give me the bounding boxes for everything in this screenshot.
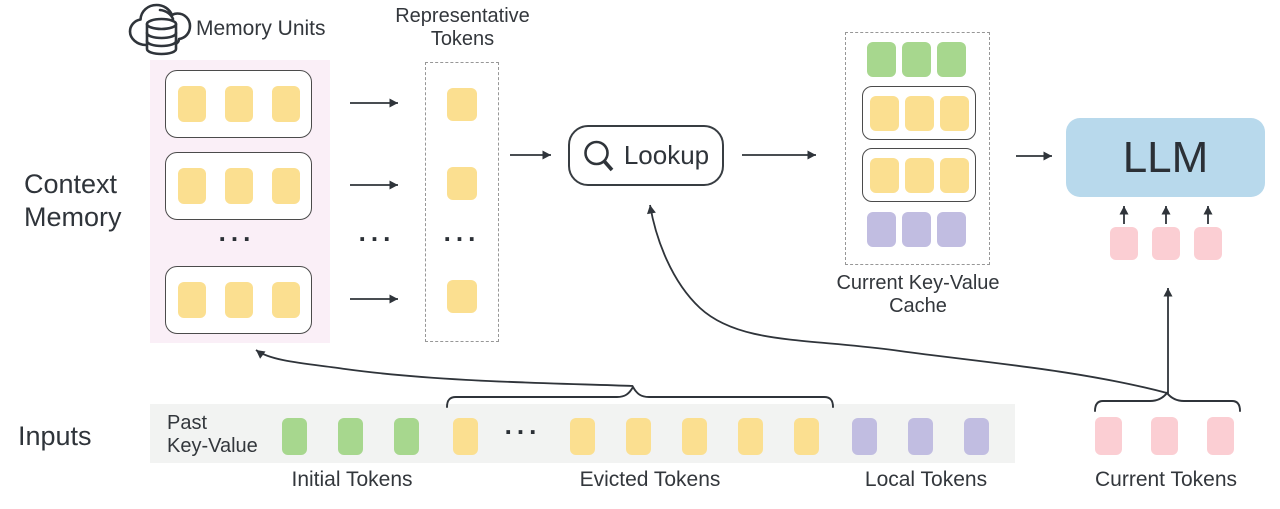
current-tokens-group-token xyxy=(1207,417,1234,455)
evicted-tokens-group-token xyxy=(626,418,651,455)
cache-local-row-token xyxy=(867,212,896,247)
cache-memory-unit-1-token xyxy=(939,95,969,131)
lookup-label: Lookup xyxy=(623,140,710,170)
llm-input-tokens xyxy=(1110,227,1222,260)
cache-memory-unit-1-token xyxy=(869,95,899,131)
memory-unit-2 xyxy=(165,152,312,220)
llm-input-tokens-token xyxy=(1194,227,1222,260)
lookup-button: Lookup xyxy=(568,125,724,186)
memory-units-label: Memory Units xyxy=(196,17,326,40)
memory-unit-2-token xyxy=(177,168,206,204)
representative-tokens-label-line2: Tokens xyxy=(430,28,495,50)
memory-unit-3-token xyxy=(224,282,253,318)
memory-unit-1 xyxy=(165,70,312,138)
local-tokens-group xyxy=(852,418,989,455)
memory-unit-2-token xyxy=(224,168,253,204)
initial-tokens-group-token xyxy=(282,418,307,455)
initial-tokens-label: Initial Tokens xyxy=(291,468,413,491)
past-key-value-label-line1: Past xyxy=(167,412,208,434)
initial-tokens-group xyxy=(282,418,419,455)
representative-token-1-token xyxy=(447,88,477,121)
evicted-tokens-label: Evicted Tokens xyxy=(579,468,721,491)
evicted-tokens-group xyxy=(570,418,819,455)
local-tokens-group-token xyxy=(908,418,933,455)
current-kv-cache-label-line1: Current Key-Value xyxy=(836,272,1000,294)
current-tokens-brace xyxy=(1094,391,1241,412)
representative-token-2-token xyxy=(447,167,477,200)
representative-ellipsis: ... xyxy=(443,217,481,247)
initial-tokens-group-token xyxy=(394,418,419,455)
local-tokens-label: Local Tokens xyxy=(864,468,988,491)
cache-initial-row-token xyxy=(902,42,931,77)
cache-memory-unit-1 xyxy=(862,86,976,140)
cache-memory-unit-2-token xyxy=(869,157,899,193)
past-key-value-label-line2: Key-Value xyxy=(167,435,258,457)
cache-memory-unit-2-token xyxy=(904,157,934,193)
current-tokens-group xyxy=(1095,417,1234,455)
representative-token-2 xyxy=(447,167,477,200)
evicted-tokens-group-token xyxy=(570,418,595,455)
cache-memory-unit-2 xyxy=(862,148,976,202)
evicted-token-left-token xyxy=(453,418,478,455)
cache-local-row-token xyxy=(902,212,931,247)
memory-unit-1-token xyxy=(177,86,206,122)
arrow-evicted-to-context-memory xyxy=(255,349,634,387)
evicted-tokens-group-token xyxy=(738,418,763,455)
llm-input-tokens-token xyxy=(1110,227,1138,260)
context-memory-label: Context Memory xyxy=(24,168,122,234)
cache-initial-row-token xyxy=(867,42,896,77)
current-kv-cache-label: Current Key-Value Cache xyxy=(820,272,1016,318)
memory-unit-1-token xyxy=(224,86,253,122)
cloud-database-icon xyxy=(128,3,192,56)
representative-token-3 xyxy=(447,280,477,313)
representative-tokens-label-line1: Representative xyxy=(395,5,530,27)
context-memory-label-line2: Memory xyxy=(24,202,122,232)
current-kv-cache-label-line2: Cache xyxy=(889,295,947,317)
cache-memory-unit-2-token xyxy=(939,157,969,193)
inputs-label: Inputs xyxy=(18,421,92,451)
cache-local-row-token xyxy=(937,212,966,247)
llm-input-tokens-token xyxy=(1152,227,1180,260)
cache-local-row xyxy=(867,212,966,247)
initial-tokens-group-token xyxy=(338,418,363,455)
memory-unit-3-token xyxy=(271,282,300,318)
memory-unit-3-token xyxy=(177,282,206,318)
current-tokens-label: Current Tokens xyxy=(1094,468,1238,491)
memory-ellipsis: ... xyxy=(218,217,256,247)
mid-ellipsis: ... xyxy=(358,217,396,247)
memory-unit-2-token xyxy=(271,168,300,204)
evicted-token-left xyxy=(453,418,478,455)
cache-initial-row-token xyxy=(937,42,966,77)
cache-initial-row xyxy=(867,42,966,77)
current-tokens-group-token xyxy=(1095,417,1122,455)
memory-unit-1-token xyxy=(271,86,300,122)
memory-unit-3 xyxy=(165,266,312,334)
representative-tokens-box xyxy=(425,62,499,342)
representative-tokens-label: Representative Tokens xyxy=(375,5,550,51)
representative-token-3-token xyxy=(447,280,477,313)
past-key-value-label: Past Key-Value xyxy=(167,412,258,458)
cache-memory-unit-1-token xyxy=(904,95,934,131)
context-memory-label-line1: Context xyxy=(24,169,118,199)
strip-ellipsis: ... xyxy=(504,410,542,440)
representative-token-1 xyxy=(447,88,477,121)
evicted-tokens-group-token xyxy=(682,418,707,455)
local-tokens-group-token xyxy=(852,418,877,455)
current-tokens-group-token xyxy=(1151,417,1178,455)
local-tokens-group-token xyxy=(964,418,989,455)
evicted-tokens-group-token xyxy=(794,418,819,455)
llm-box: LLM xyxy=(1066,118,1265,197)
search-icon xyxy=(584,140,614,171)
